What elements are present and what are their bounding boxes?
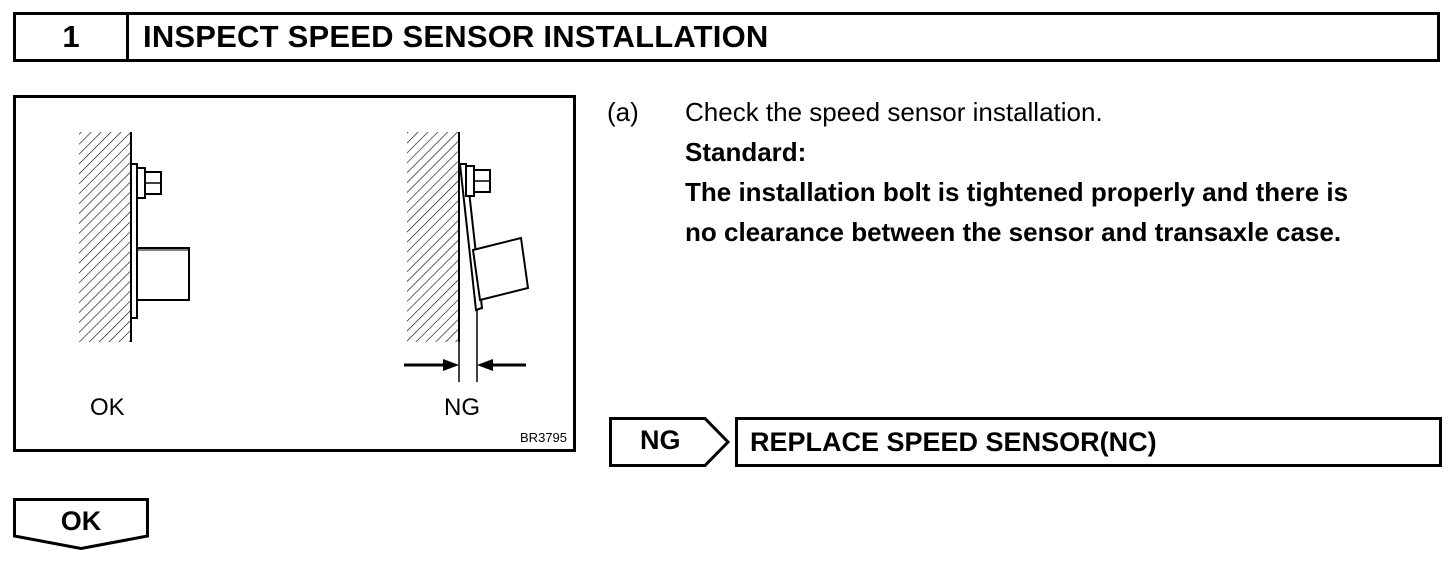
step-header: 1 INSPECT SPEED SENSOR INSTALLATION xyxy=(13,12,1440,62)
figure-code: BR3795 xyxy=(520,430,567,445)
standard-line-2: no clearance between the sensor and tran… xyxy=(685,217,1342,247)
ok-bolt-washer xyxy=(136,167,146,199)
instruction-marker: (a) xyxy=(607,97,639,127)
ok-sensor-body xyxy=(136,247,190,301)
standard-label: Standard: xyxy=(685,137,807,167)
ok-arrow-tag-shape xyxy=(13,498,149,550)
ok-tag-label: OK xyxy=(60,506,102,536)
ng-result-row: NG REPLACE SPEED SENSOR(NC) xyxy=(609,417,1442,467)
ng-arrow-right-head xyxy=(477,359,493,371)
ok-case-wall-hatch xyxy=(79,132,131,342)
step-title: INSPECT SPEED SENSOR INSTALLATION xyxy=(143,19,769,54)
step-number: 1 xyxy=(16,15,129,59)
illustration-label-ok: OK xyxy=(90,394,125,421)
instruction-text: Check the speed sensor installation. xyxy=(685,97,1103,127)
instruction-row: (a) Check the speed sensor installation.… xyxy=(607,92,1452,252)
ng-sensor-body xyxy=(471,236,530,302)
ok-case-drawing xyxy=(79,132,190,342)
ng-arrow-left-head xyxy=(443,359,459,371)
ng-case-wall-hatch xyxy=(407,132,459,342)
instruction-block: (a) Check the speed sensor installation.… xyxy=(607,92,1452,252)
sensor-illustration: OK NG BR3795 xyxy=(13,95,576,452)
ng-action-box: REPLACE SPEED SENSOR(NC) xyxy=(735,417,1442,467)
standard-line-1: The installation bolt is tightened prope… xyxy=(685,177,1349,207)
ok-result-tag: OK xyxy=(13,498,149,550)
ng-bolt-washer xyxy=(465,165,475,197)
ng-case-drawing xyxy=(404,132,530,382)
ng-arrow-tag-shape xyxy=(609,417,731,467)
illustration-drawing xyxy=(79,132,530,382)
ng-tag-label: NG xyxy=(640,425,681,455)
illustration-label-ng: NG xyxy=(444,394,480,421)
ng-result-tag: NG xyxy=(609,417,731,467)
instruction-body: Check the speed sensor installation. Sta… xyxy=(685,92,1452,252)
ok-sensor-flange xyxy=(130,163,138,319)
